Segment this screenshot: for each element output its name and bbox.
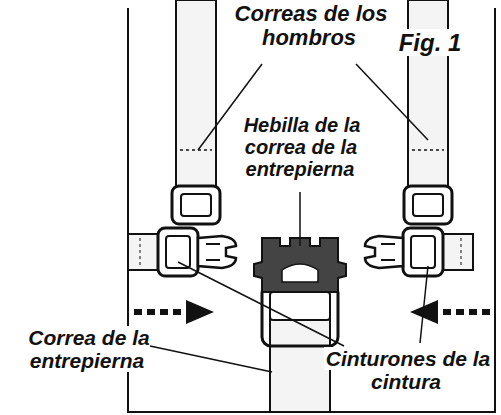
leader-line xyxy=(150,64,428,372)
shoulder-buckle xyxy=(404,186,452,224)
buckle-label: Hebilla de la correa de la entrepierna xyxy=(214,114,388,180)
push-arrow xyxy=(134,300,214,324)
figure-number: Fig. 1 xyxy=(380,30,480,56)
buckle-label-text: Hebilla de la correa de la entrepierna xyxy=(242,114,361,180)
belt-label: Cinturones de la cintura xyxy=(316,347,498,393)
shoulder-buckle xyxy=(172,186,220,224)
strap-label: Correa de la entrepierna xyxy=(2,326,174,372)
belt-label-text: Cinturones de la cintura xyxy=(324,347,491,393)
strap-label-text: Correas de los hombros xyxy=(233,1,388,50)
waist-belt xyxy=(128,228,236,276)
waist-belt xyxy=(365,228,473,276)
strap-label: Correas de los hombros xyxy=(205,2,415,50)
shoulder-strap xyxy=(176,0,216,196)
figure-number-text: Fig. 1 xyxy=(397,29,464,56)
strap-label-text: Correa de la entrepierna xyxy=(26,326,149,372)
crotch-buckle xyxy=(254,238,346,292)
crotch-strap xyxy=(270,318,330,412)
